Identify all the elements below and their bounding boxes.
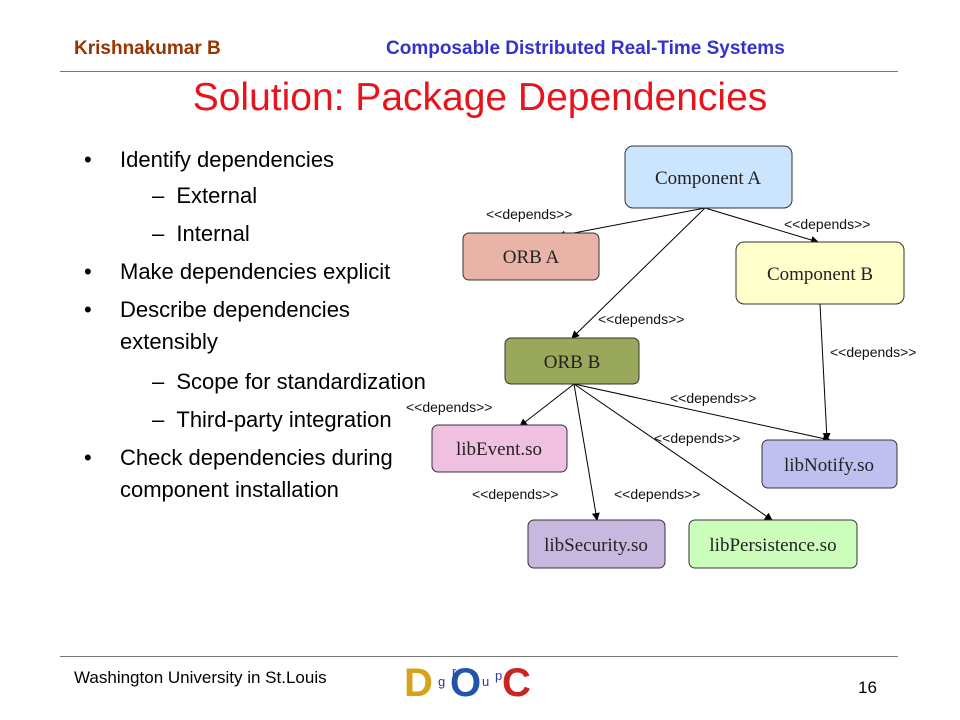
edge-orbb-libevent	[519, 383, 575, 427]
header-course-title: Composable Distributed Real-Time Systems	[386, 38, 785, 59]
slide-title: Solution: Package Dependencies	[192, 76, 768, 119]
edge-orbb-libsecurity	[573, 383, 600, 521]
dash-icon: –	[152, 407, 165, 432]
edge-compa-orba	[557, 207, 706, 239]
bullet-item: • Identify dependencies	[84, 147, 335, 172]
node-component-b: Component B	[735, 241, 905, 305]
edge-label: <<depends>>	[472, 486, 558, 502]
bullet-dot-icon: •	[84, 259, 92, 284]
edge-compb-libnotify	[819, 303, 831, 441]
header-author: Krishnakumar B	[74, 38, 221, 59]
dash-icon: –	[152, 369, 165, 394]
bullet-dot-icon: •	[84, 445, 92, 470]
node-libevent: libEvent.so	[431, 424, 568, 473]
dash-icon: –	[152, 183, 165, 208]
node-libpersistence: libPersistence.so	[688, 519, 858, 569]
node-orb-b: ORB B	[504, 337, 640, 385]
logo-letter-r: r	[452, 664, 457, 679]
edge-label: <<depends>>	[598, 311, 684, 327]
dependency-edges	[519, 207, 831, 521]
bullet-item: • Check dependencies during	[84, 445, 393, 470]
edge-orbb-libnotify	[573, 383, 831, 443]
bullet-dot-icon: •	[84, 297, 92, 322]
edge-label: <<depends>>	[784, 216, 870, 232]
edge-orbb-libpersistence	[573, 383, 773, 521]
edge-label: <<depends>>	[406, 399, 492, 415]
sub-bullet-item: – Third-party integration	[152, 407, 392, 432]
sub-bullet-item: – Internal	[152, 221, 250, 246]
edge-label: <<depends>>	[830, 344, 916, 360]
logo-letter-d: D	[404, 661, 433, 705]
edge-label: <<depends>>	[670, 390, 756, 406]
node-libnotify: libNotify.so	[761, 439, 898, 489]
node-libsecurity: libSecurity.so	[527, 519, 666, 569]
logo-letter-g: g	[438, 674, 445, 689]
svg-text:libEvent.so: libEvent.so	[456, 439, 542, 460]
footer-institution: Washington University in St.Louis	[74, 668, 327, 687]
svg-text:libSecurity.so: libSecurity.so	[544, 535, 648, 556]
bullet-continuation: component installation	[120, 477, 339, 502]
logo-letter-o: O	[450, 661, 481, 705]
bullet-item: • Make dependencies explicit	[84, 259, 391, 284]
bullet-continuation: extensibly	[120, 329, 218, 354]
svg-text:libNotify.so: libNotify.so	[784, 455, 874, 476]
svg-text:Component B: Component B	[767, 264, 873, 285]
edge-label: <<depends>>	[614, 486, 700, 502]
svg-text:ORB A: ORB A	[503, 247, 560, 268]
logo-letter-p: p	[495, 668, 502, 683]
svg-text:libPersistence.so: libPersistence.so	[709, 535, 836, 556]
footer-divider	[60, 656, 898, 657]
sub-bullet-item: – Scope for standardization	[152, 369, 426, 394]
header-divider	[60, 71, 898, 72]
svg-text:Component A: Component A	[655, 168, 761, 189]
edge-label: <<depends>>	[486, 206, 572, 222]
logo-letter-u: u	[482, 674, 489, 689]
dash-icon: –	[152, 221, 165, 246]
sub-bullet-item: – External	[152, 183, 258, 208]
page-number: 16	[858, 678, 877, 697]
bullet-dot-icon: •	[84, 147, 92, 172]
logo-letter-c: C	[502, 661, 531, 705]
svg-text:ORB B: ORB B	[544, 352, 601, 373]
node-orb-a: ORB A	[462, 232, 600, 281]
edge-compa-orbb	[571, 207, 706, 339]
doc-group-logo: D g r O u p C	[404, 661, 531, 705]
node-component-a: Component A	[624, 145, 793, 209]
edge-label: <<depends>>	[654, 430, 740, 446]
bullet-item: • Describe dependencies	[84, 297, 350, 322]
edge-compa-compb	[704, 207, 819, 244]
